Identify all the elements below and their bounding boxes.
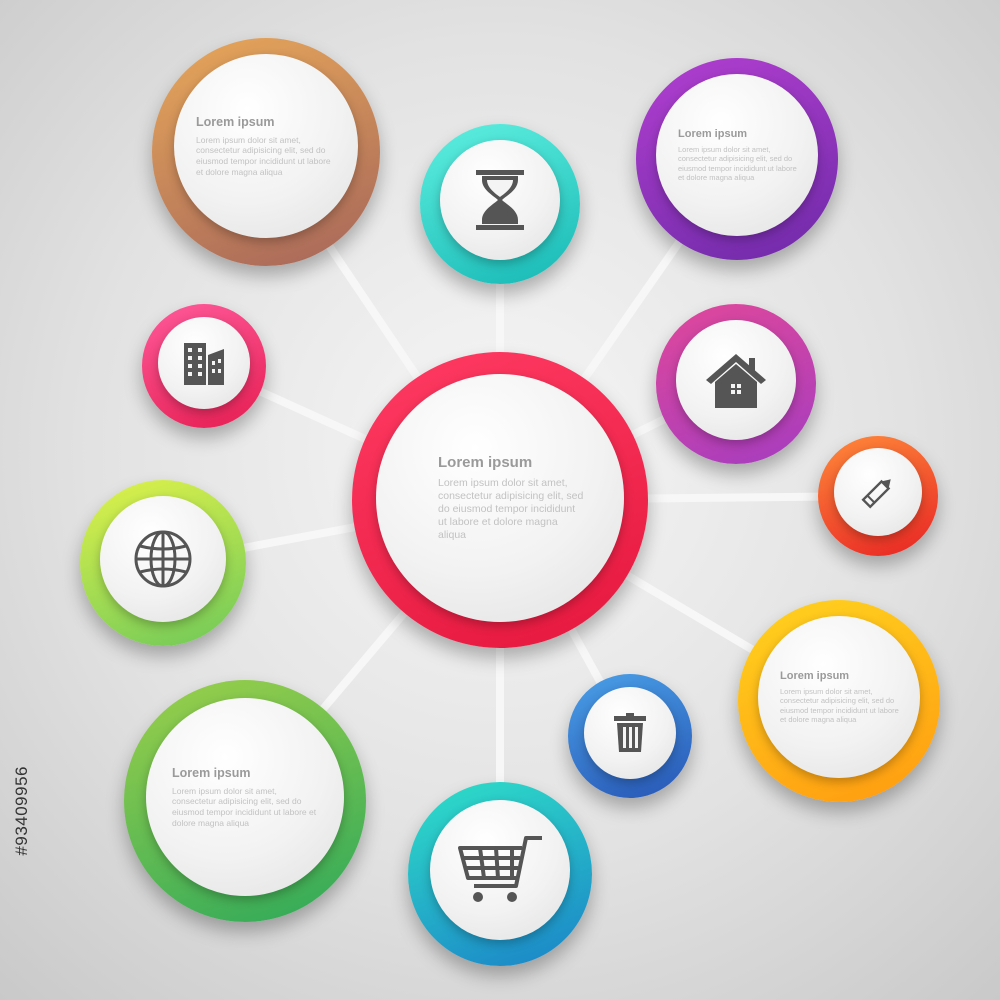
icon-node-face [834,448,922,536]
buildings-icon [180,341,228,385]
text-node-body: Lorem ipsum dolor sit amet, consectetur … [780,686,899,724]
hourglass-node [420,124,580,284]
text-node-body: Lorem ipsum dolor sit amet, consectetur … [172,785,317,828]
trash-node [568,674,692,798]
text-node-bottom-left: Lorem ipsum Lorem ipsum dolor sit amet, … [124,680,366,922]
text-node-title: Lorem ipsum [172,765,251,780]
pencil-icon [858,472,898,512]
icon-node-face [100,496,226,622]
icon-node-face [584,687,676,779]
globe-node [80,480,246,646]
house-node [656,304,816,464]
text-node-top-left: Lorem ipsum Lorem ipsum dolor sit amet, … [152,38,380,266]
text-node-face: Lorem ipsum Lorem ipsum dolor sit amet, … [146,698,344,896]
text-node-body: Lorem ipsum dolor sit amet, consectetur … [196,134,331,177]
stock-id-label: #93409956 [12,766,31,856]
center-node-body: Lorem ipsum dolor sit amet, consectetur … [438,476,584,542]
text-node-face: Lorem ipsum Lorem ipsum dolor sit amet, … [656,74,818,236]
icon-node-face [158,317,250,409]
globe-icon [132,528,194,590]
text-node-title: Lorem ipsum [196,114,275,129]
text-node-body: Lorem ipsum dolor sit amet, consectetur … [678,144,797,182]
center-node: Lorem ipsum Lorem ipsum dolor sit amet, … [352,352,648,648]
cart-node [408,782,592,966]
house-icon [703,350,769,410]
pencil-node [818,436,938,556]
hourglass-icon [472,168,528,232]
center-node-title: Lorem ipsum [438,453,533,471]
text-node-face: Lorem ipsum Lorem ipsum dolor sit amet, … [174,54,358,238]
icon-node-face [676,320,796,440]
cart-icon [456,834,544,906]
text-node-face: Lorem ipsum Lorem ipsum dolor sit amet, … [758,616,920,778]
icon-node-face [430,800,570,940]
text-node-title: Lorem ipsum [780,669,850,682]
text-node-title: Lorem ipsum [678,127,748,140]
text-node-top-right: Lorem ipsum Lorem ipsum dolor sit amet, … [636,58,838,260]
buildings-node [142,304,266,428]
center-node-face: Lorem ipsum Lorem ipsum dolor sit amet, … [376,374,624,622]
text-node-bottom-right: Lorem ipsum Lorem ipsum dolor sit amet, … [738,600,940,802]
trash-icon [612,713,648,753]
icon-node-face [440,140,560,260]
